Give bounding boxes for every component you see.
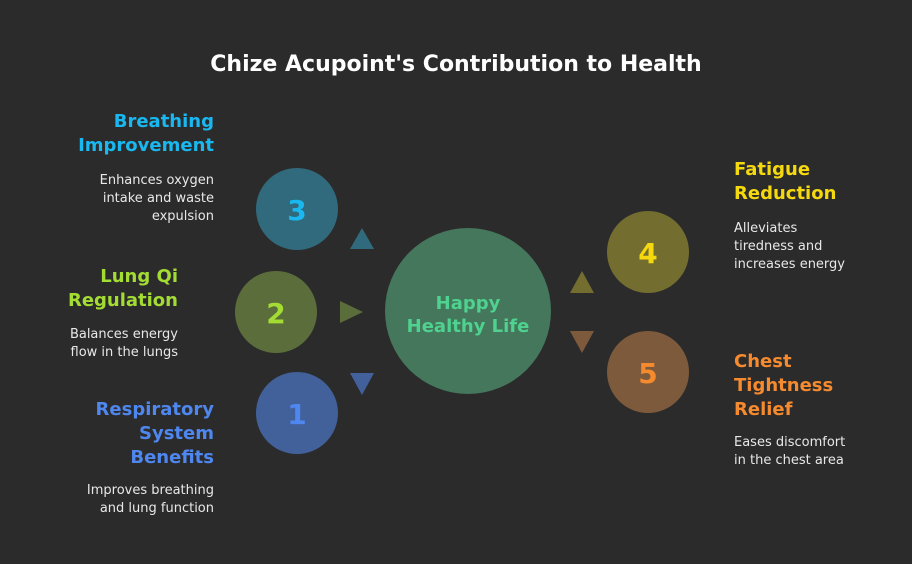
circle-4-number: 4 (638, 237, 657, 270)
description-line: increases energy (734, 257, 845, 272)
center-label-line2: Healthy Life (407, 316, 530, 337)
circle-2 (235, 271, 317, 353)
arrow-down-icon (570, 331, 594, 353)
item-5-description: Eases discomfort in the chest area (734, 434, 845, 470)
heading-line: Tightness (734, 375, 834, 396)
description-line: Balances energy (69, 327, 178, 342)
arrow-down-icon (350, 373, 374, 395)
circle-3-number: 3 (287, 194, 306, 227)
arrow-up-icon (570, 271, 594, 293)
heading-line: System (139, 423, 214, 444)
description-line: tiredness and (734, 239, 823, 254)
center-label-line1: Happy (436, 293, 501, 314)
item-5-heading: Chest Tightness Relief (734, 350, 833, 422)
item-3-description: Enhances oxygen intake and waste expulsi… (100, 172, 214, 226)
heading-line: Respiratory (95, 399, 214, 420)
heading-line: Benefits (130, 447, 214, 468)
item-2-heading: Lung Qi Regulation (68, 265, 178, 313)
item-2-description: Balances energy flow in the lungs (70, 326, 178, 362)
circle-2-number: 2 (266, 297, 285, 330)
circle-5 (607, 331, 689, 413)
description-line: Alleviates (734, 221, 798, 236)
description-line: Enhances oxygen (99, 173, 214, 188)
heading-line: Reduction (734, 183, 837, 204)
circle-3 (256, 168, 338, 250)
description-line: flow in the lungs (70, 345, 178, 360)
item-1-heading: Respiratory System Benefits (96, 398, 214, 470)
diagram-title: Chize Acupoint's Contribution to Health (210, 52, 702, 77)
description-line: and lung function (99, 501, 214, 516)
circle-4 (607, 211, 689, 293)
circle-5-number: 5 (638, 357, 657, 390)
heading-line: Fatigue (734, 159, 811, 180)
heading-line: Relief (734, 399, 793, 420)
item-1-description: Improves breathing and lung function (87, 482, 214, 518)
item-3-heading: Breathing Improvement (78, 110, 214, 158)
heading-line: Regulation (67, 290, 178, 311)
item-4-heading: Fatigue Reduction (734, 158, 836, 206)
description-line: expulsion (151, 209, 214, 224)
heading-line: Lung Qi (100, 266, 178, 287)
description-line: intake and waste (102, 191, 214, 206)
arrow-right-icon (340, 301, 363, 323)
circle-1-number: 1 (287, 398, 306, 431)
heading-line: Chest (734, 351, 792, 372)
center-circle (385, 228, 551, 394)
heading-line: Breathing (113, 111, 214, 132)
circle-1 (256, 372, 338, 454)
description-line: in the chest area (734, 453, 844, 468)
item-4-description: Alleviates tiredness and increases energ… (734, 220, 845, 274)
description-line: Eases discomfort (734, 435, 846, 450)
heading-line: Improvement (78, 135, 214, 156)
arrow-up-icon (350, 228, 374, 249)
description-line: Improves breathing (86, 483, 214, 498)
